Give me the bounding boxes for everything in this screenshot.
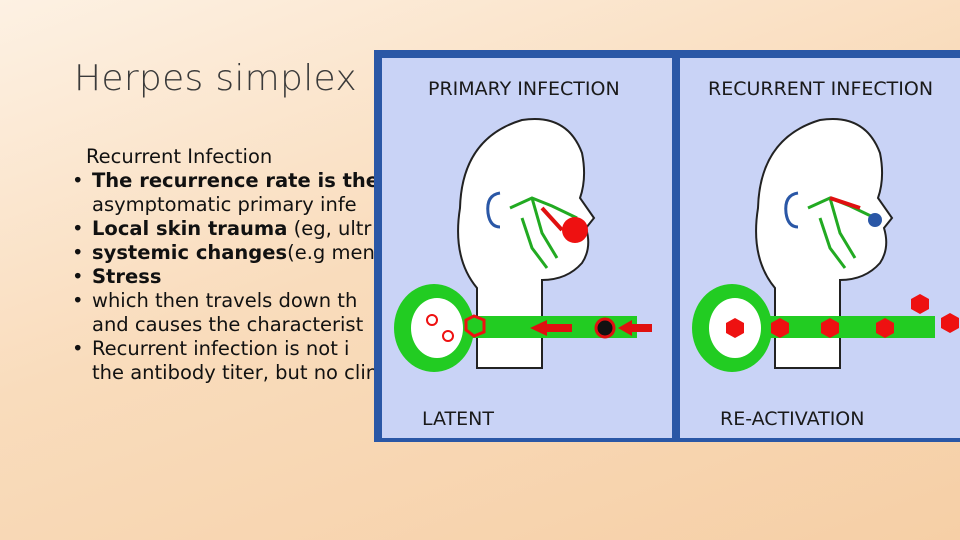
trigeminal-nerve — [509, 196, 578, 269]
arrow-left-icon — [618, 320, 632, 336]
recurrent-lesion — [868, 213, 882, 227]
recurrent-infection-illustration — [692, 118, 959, 372]
virus-particle — [464, 314, 486, 338]
primary-lesion — [562, 217, 588, 243]
slide-title: Herpes simplex — [74, 58, 357, 99]
latent-caption: LATENT — [422, 408, 494, 430]
neuron-nucleus — [411, 298, 463, 358]
virus-particle — [821, 318, 839, 338]
subheading: Recurrent Infection — [86, 145, 273, 168]
arrow-down-nerve — [540, 206, 564, 232]
bullet-3: systemic changes(e.g mens — [72, 241, 712, 265]
head-outline — [755, 118, 894, 369]
virus-particle — [941, 313, 959, 333]
recurrent-infection-title: RECURRENT INFECTION — [708, 78, 934, 100]
bullet-2: Local skin trauma (eg, ultr — [72, 217, 712, 241]
virus-particle — [726, 318, 744, 338]
virus-entry-point — [594, 317, 616, 339]
head-outline — [457, 118, 596, 369]
primary-infection-panel: PRIMARY INFECTION LATENT — [382, 58, 672, 438]
ear-icon — [486, 191, 501, 229]
bullet-4: Stress — [72, 265, 712, 289]
virus-particle — [876, 318, 894, 338]
recurrent-infection-panel: RECURRENT INFECTION RE-ACTIVATION — [680, 58, 960, 438]
arrow-left-icon — [530, 320, 547, 336]
arrow-to-lip — [829, 196, 861, 210]
herpes-diagram: PRIMARY INFECTION LATENT RECURRENT INFEC… — [374, 50, 960, 442]
primary-infection-illustration — [394, 118, 652, 372]
reactivation-caption: RE-ACTIVATION — [720, 408, 865, 430]
virus-particle — [911, 294, 929, 314]
primary-infection-title: PRIMARY INFECTION — [428, 78, 620, 100]
virus-particle — [771, 318, 789, 338]
ear-icon — [784, 191, 799, 229]
